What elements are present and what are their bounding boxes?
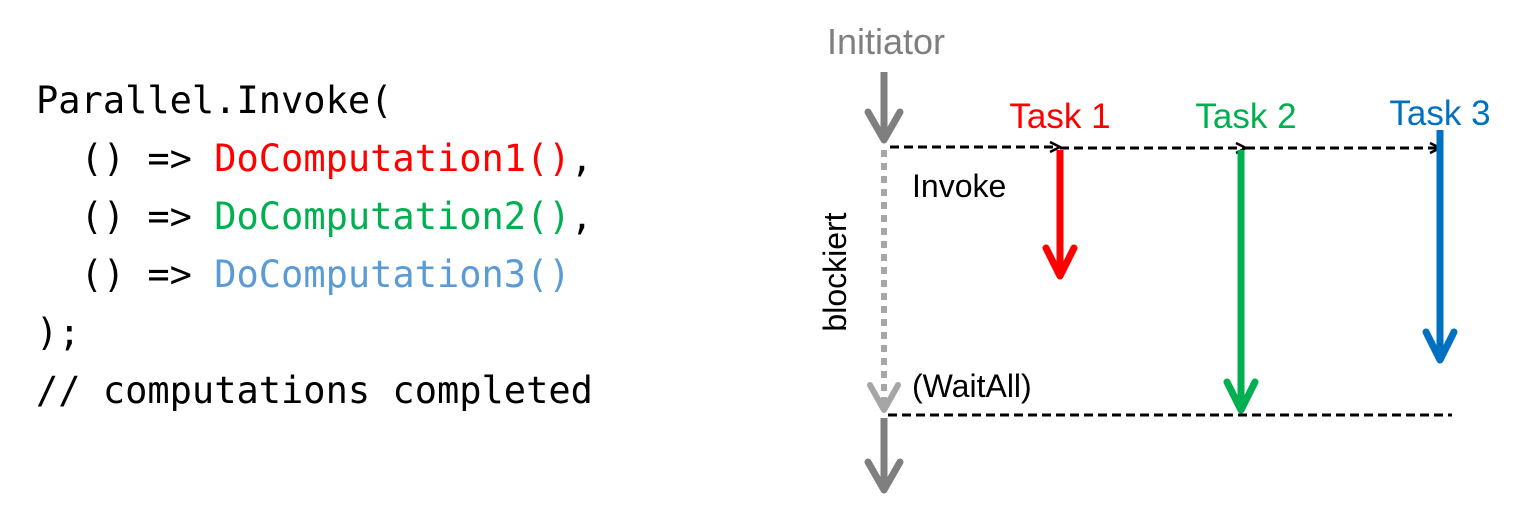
task-2-label: Task 2: [1195, 97, 1296, 136]
code-line: Parallel.Invoke(: [36, 72, 593, 130]
code-token: DoComputation1(): [214, 137, 571, 180]
code-token: ,: [570, 195, 593, 238]
code-line: () => DoComputation2(),: [36, 188, 593, 246]
task-3-label: Task 3: [1389, 94, 1490, 133]
task-1-arrow: [1042, 150, 1078, 280]
code-token: // computations completed: [36, 369, 593, 412]
code-token: Parallel.Invoke(: [36, 79, 393, 122]
blocked-dotted-arrow: [867, 150, 901, 413]
code-token: ,: [570, 137, 593, 180]
invoke-label: Invoke: [912, 168, 1006, 204]
initiator-continue-arrow: [864, 418, 904, 494]
code-line: () => DoComputation1(),: [36, 130, 593, 188]
code-token: DoComputation2(): [214, 195, 571, 238]
task-3-arrow: [1422, 130, 1458, 364]
blocked-label: blockiert: [817, 212, 853, 331]
code-snippet: Parallel.Invoke( () => DoComputation1(),…: [36, 72, 593, 420]
code-token: () =>: [36, 137, 215, 180]
code-line: // computations completed: [36, 362, 593, 420]
waitall-label: (WaitAll): [912, 368, 1032, 404]
code-line: () => DoComputation3(): [36, 246, 593, 304]
code-token: );: [36, 311, 81, 354]
code-token: () =>: [36, 195, 215, 238]
code-line: );: [36, 304, 593, 362]
code-token: () =>: [36, 253, 215, 296]
initiator-label: Initiator: [827, 21, 945, 62]
task-1-label: Task 1: [1009, 97, 1110, 136]
initiator-start-arrow: [864, 72, 904, 144]
code-token: DoComputation3(): [214, 253, 571, 296]
invoke-dashed-arrows: [890, 147, 1440, 148]
task-2-arrow: [1223, 150, 1259, 414]
